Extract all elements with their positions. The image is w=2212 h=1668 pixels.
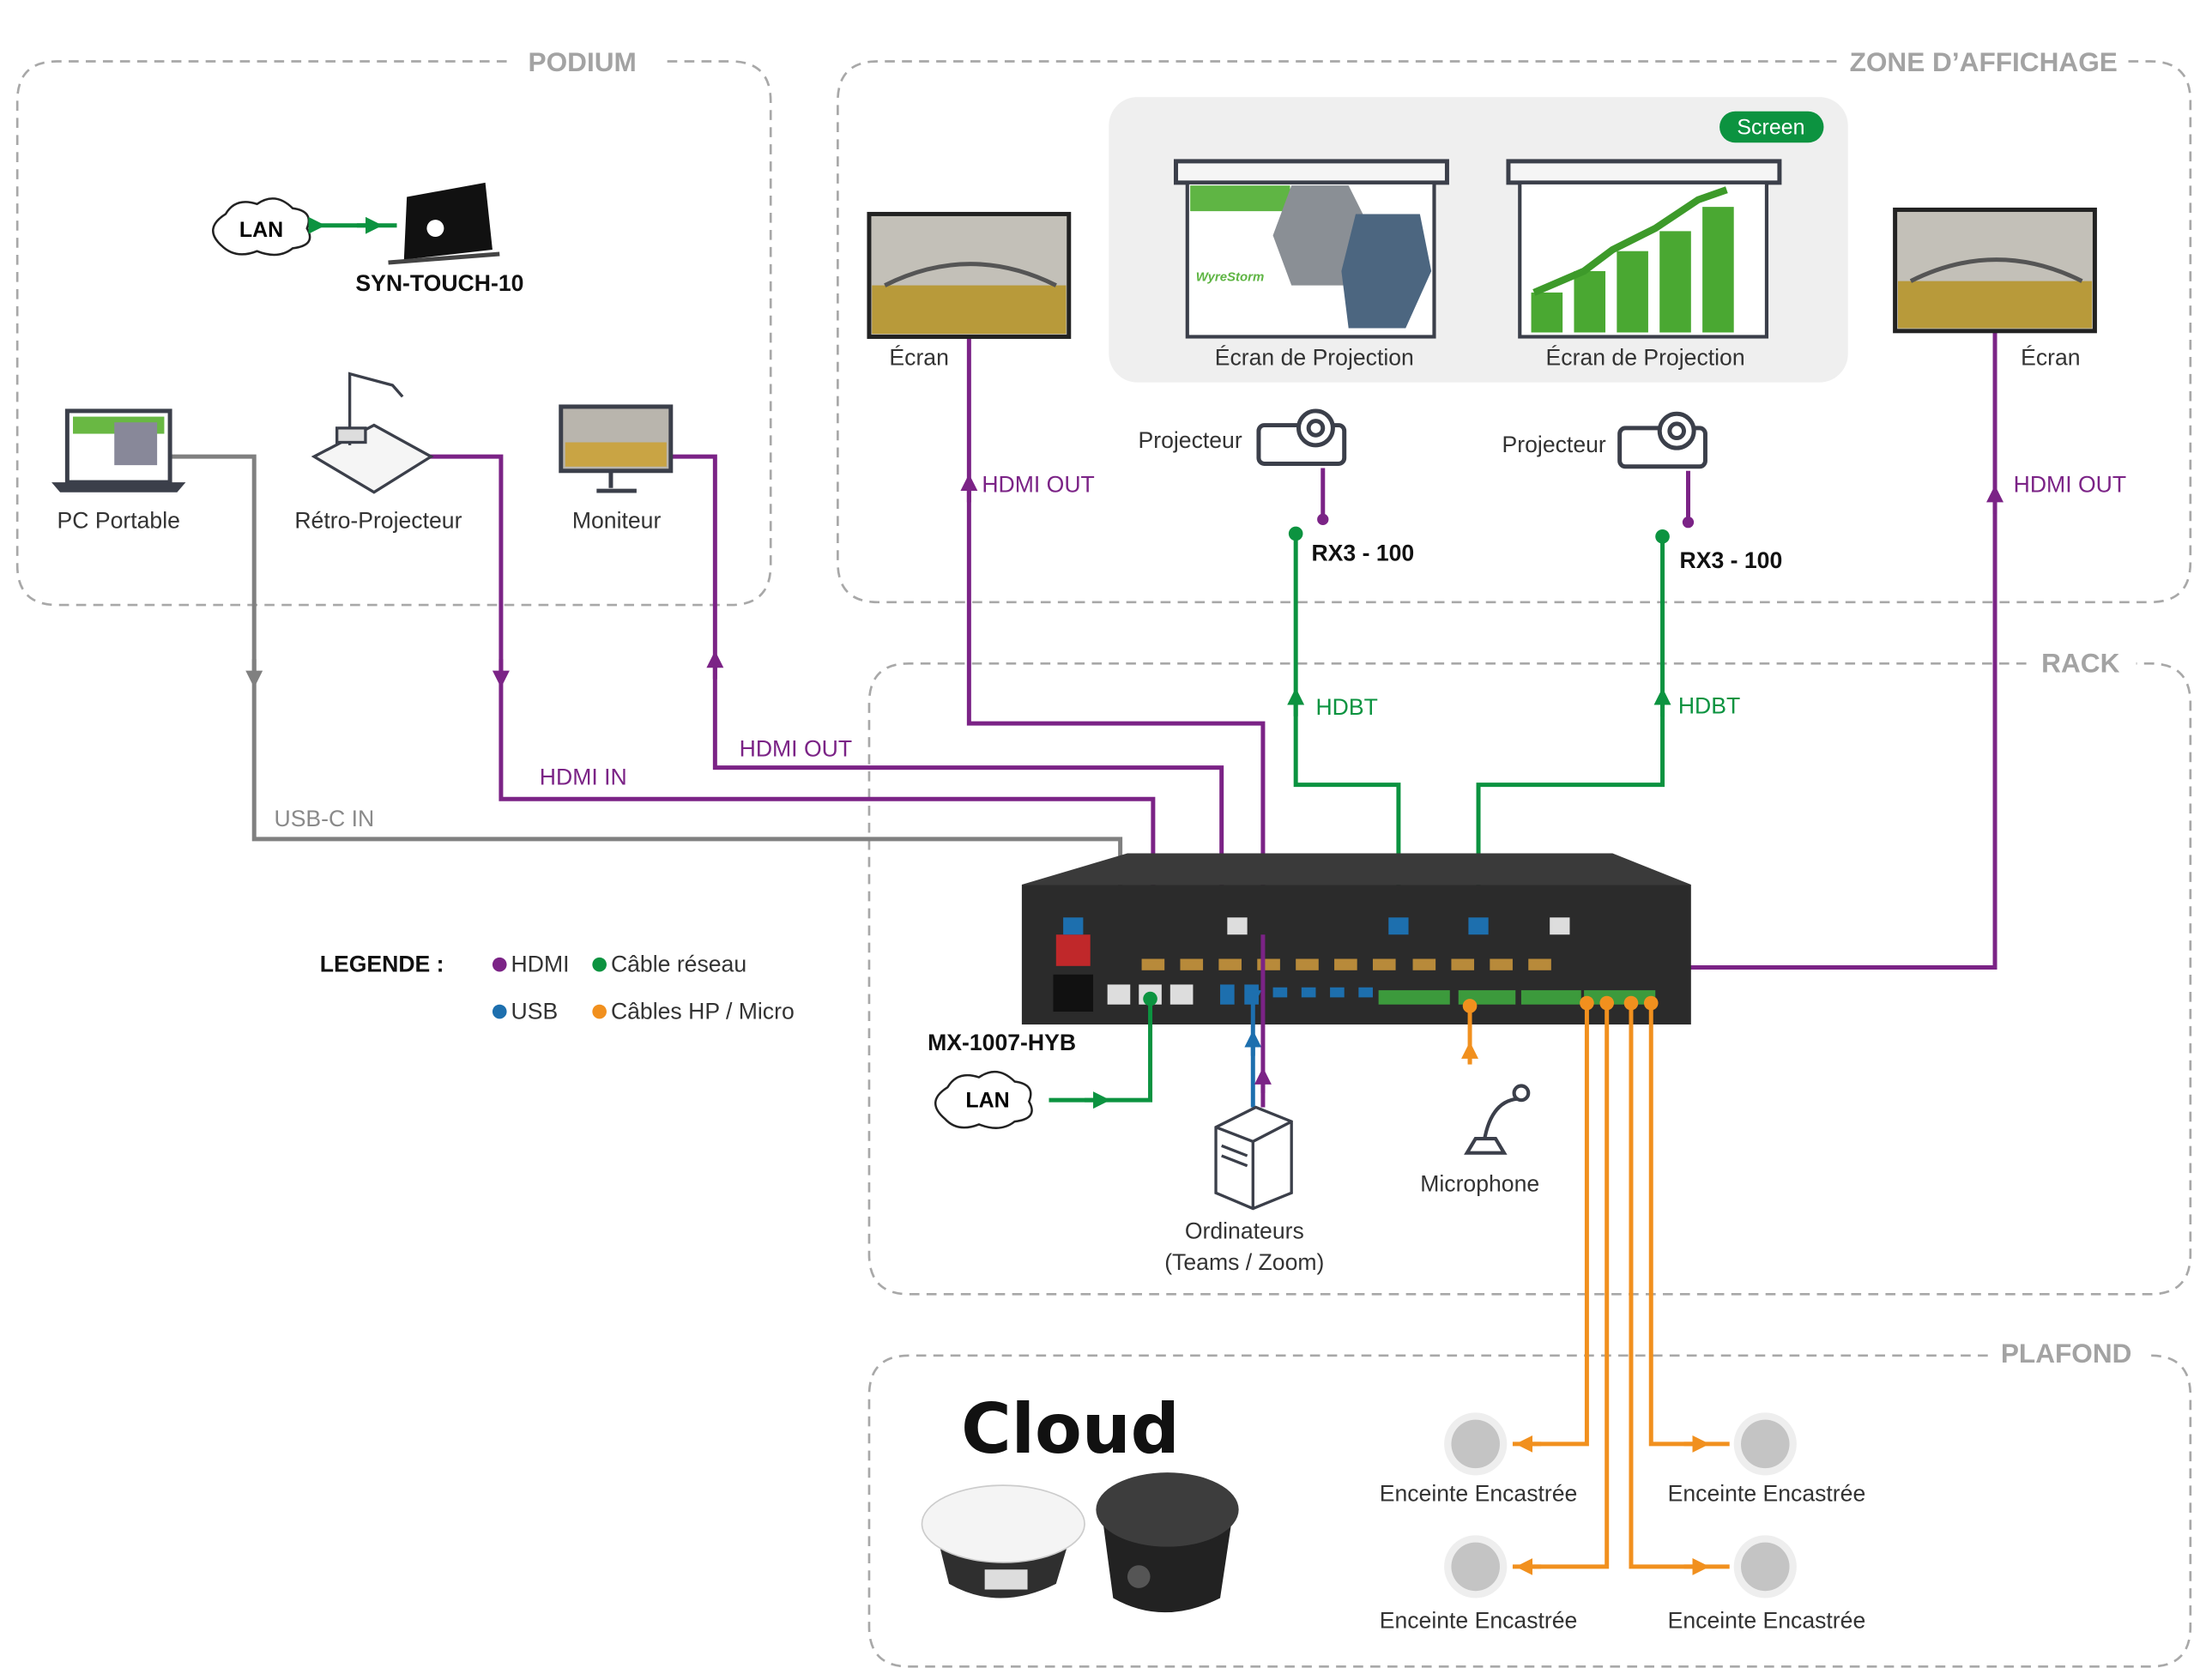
label-projector-2: Projecteur	[1502, 432, 1606, 457]
label-usb-c-in: USB-C IN	[274, 806, 374, 831]
legend-network: Câble réseau	[611, 951, 746, 976]
laptop-icon	[51, 408, 186, 493]
label-touch-panel: SYN-TOUCH-10	[355, 270, 523, 296]
projector-1-icon	[1256, 408, 1347, 466]
display-right-icon	[1893, 207, 2097, 334]
legend-title: LEGENDE :	[320, 951, 444, 976]
label-speaker-3: Enceinte Encastrée	[1668, 1480, 1866, 1506]
label-projector-1: Projecteur	[1139, 427, 1242, 453]
cloud-brand-logo: Cloud	[961, 1389, 1180, 1469]
lan-cloud-podium: LAN	[212, 197, 311, 257]
label-hdmi-out-right: HDMI OUT	[2014, 472, 2126, 498]
label-receiver-1: RX3 - 100	[1311, 541, 1414, 566]
ceiling-speaker-icon	[1444, 1412, 1508, 1476]
svg-text:Screen: Screen	[1737, 115, 1804, 139]
label-computers-2: (Teams / Zoom)	[1164, 1249, 1324, 1275]
speaker-cable-4	[1648, 1003, 1730, 1447]
projection-screen-2-icon	[1506, 159, 1782, 339]
ceiling-speaker-white-image	[921, 1484, 1085, 1598]
label-computers-1: Ordinateurs	[1185, 1218, 1304, 1243]
projector-2-icon	[1617, 411, 1707, 469]
label-laptop: PC Portable	[57, 507, 180, 533]
ceiling-speaker-icon	[1733, 1535, 1797, 1598]
label-speaker-1: Enceinte Encastrée	[1380, 1480, 1578, 1506]
label-hdbt-1: HDBT	[1315, 694, 1377, 720]
rack-lan-cable	[1049, 999, 1153, 1103]
label-receiver-2: RX3 - 100	[1680, 547, 1783, 573]
label-hdmi-in: HDMI IN	[540, 764, 627, 790]
zone-label-ceiling: PLAFOND	[2001, 1338, 2132, 1369]
label-projection-screen-2: Écran de Projection	[1546, 345, 1745, 371]
label-hdmi-out-left: HDMI OUT	[982, 472, 1094, 498]
zone-label-rack: RACK	[2041, 647, 2119, 678]
zone-label-display: ZONE D’AFFICHAGE	[1850, 46, 2118, 77]
label-screen-left: Écran	[889, 345, 948, 371]
monitor-icon	[559, 404, 674, 493]
legend-hdmi: HDMI	[511, 951, 570, 976]
legend: LEGENDE : HDMI Câble réseau USB Câbles H…	[320, 951, 795, 1024]
svg-text:LAN: LAN	[965, 1088, 1009, 1112]
zone-label-podium: PODIUM	[529, 46, 637, 77]
ceiling-speaker-icon	[1733, 1412, 1797, 1476]
zone-display: ZONE D’AFFICHAGE	[837, 46, 2192, 604]
label-device: MX-1007-HYB	[928, 1030, 1076, 1055]
display-left-icon	[867, 211, 1072, 339]
label-projection-screen-1: Écran de Projection	[1215, 345, 1414, 371]
projection-screen-1-icon: WyreStorm	[1173, 159, 1449, 339]
legend-speaker: Câbles HP / Micro	[611, 998, 795, 1024]
label-speaker-4: Enceinte Encastrée	[1668, 1607, 1866, 1633]
computer-tower-icon	[1214, 1105, 1293, 1211]
matrix-switcher-device	[1021, 853, 1691, 1025]
svg-text:WyreStorm: WyreStorm	[1196, 270, 1265, 285]
screen-badge: Screen	[1719, 111, 1824, 143]
ceiling-speaker-icon	[1444, 1535, 1508, 1598]
zone-ceiling: PLAFOND	[867, 1338, 2192, 1668]
zone-rack: RACK	[867, 647, 2192, 1296]
label-speaker-2: Enceinte Encastrée	[1380, 1607, 1578, 1633]
label-hdmi-out-monitor: HDMI OUT	[740, 735, 852, 761]
speaker-cable-1	[1512, 1003, 1589, 1447]
speaker-cable-2	[1512, 1003, 1610, 1569]
ceiling-speaker-black-image	[1096, 1472, 1239, 1613]
label-screen-right: Écran	[2021, 345, 2080, 371]
label-doc-camera: Rétro-Projecteur	[294, 507, 462, 533]
touch-panel-icon	[388, 182, 500, 265]
svg-text:LAN: LAN	[239, 218, 283, 242]
legend-usb: USB	[511, 998, 559, 1024]
microphone-icon	[1464, 1084, 1531, 1155]
document-camera-icon	[311, 372, 434, 494]
lan-cloud-rack: LAN	[934, 1070, 1033, 1129]
label-microphone: Microphone	[1420, 1171, 1539, 1197]
label-hdbt-2: HDBT	[1678, 692, 1740, 718]
label-monitor: Moniteur	[572, 507, 662, 533]
zone-podium: PODIUM	[15, 46, 772, 607]
